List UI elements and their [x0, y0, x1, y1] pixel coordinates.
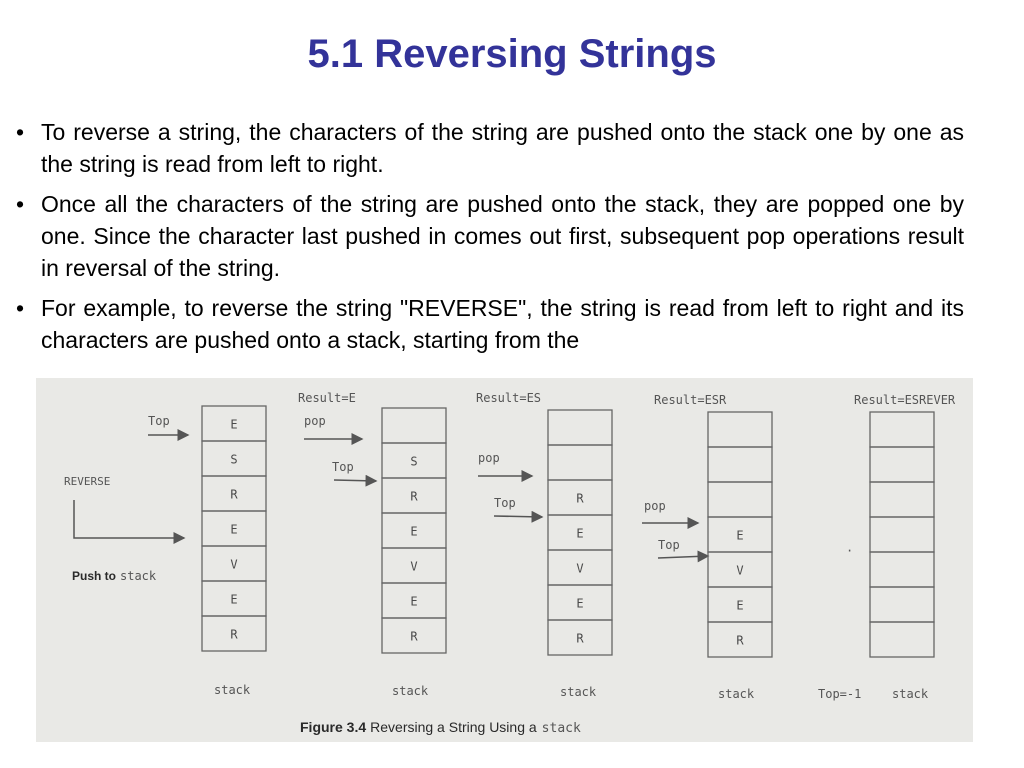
stack-cell-letter: V	[410, 560, 417, 574]
stack-cell-letter: E	[230, 523, 237, 537]
stack-cell	[381, 617, 447, 654]
top-arrow	[333, 474, 378, 487]
stack-label: stack	[214, 683, 251, 697]
bullet-text: For example, to reverse the string "REVE…	[41, 295, 964, 353]
result-label: Result=ESREVER	[854, 393, 956, 407]
stack-cell	[869, 551, 935, 588]
bullet-text: Once all the characters of the string ar…	[41, 191, 964, 281]
stack-cell	[707, 481, 773, 518]
stack-column: S R E V E R	[381, 407, 447, 654]
stack-cell	[869, 411, 935, 448]
stack-column: E V E R	[707, 411, 773, 658]
stack-cell	[547, 409, 613, 446]
stack-cell-letter: R	[230, 488, 238, 502]
top-label: Top	[332, 460, 354, 474]
stack-label: stack	[718, 687, 755, 701]
stack-cell-letter: V	[736, 564, 743, 578]
stack-cell	[707, 411, 773, 448]
stack-cell-letter: S	[230, 453, 237, 467]
slide-title: 5.1 Reversing Strings	[307, 32, 717, 76]
stack-cell-letter: E	[576, 527, 583, 541]
pop-label: pop	[478, 451, 500, 465]
figure-canvas: Result=E Result=ES Result=ESR Result=ESR…	[64, 391, 956, 736]
bullet-item: Once all the characters of the string ar…	[16, 188, 964, 284]
stack-cell-letter: S	[410, 455, 417, 469]
stack-cell	[547, 444, 613, 481]
stack-cell	[869, 621, 935, 658]
stack-label: stack	[392, 684, 429, 698]
top-arrow	[493, 510, 544, 523]
stack-cell	[869, 446, 935, 483]
stack-cell-letter: V	[576, 562, 583, 576]
stack-cell-letter: E	[230, 593, 237, 607]
result-label: Result=E	[298, 391, 356, 405]
stack-cell-letter: R	[230, 628, 238, 642]
stack-cell-letter: R	[576, 492, 584, 506]
figure-caption-mono: stack	[542, 721, 581, 736]
stack-cell-letter: E	[410, 525, 417, 539]
top-label: Top	[658, 538, 680, 552]
result-label: Result=ES	[476, 391, 541, 405]
stack-label: stack	[892, 687, 929, 701]
stack-cell	[381, 407, 447, 444]
stack-label: stack	[560, 685, 597, 699]
stack-cell-letter: E	[230, 418, 237, 432]
input-string-label: REVERSE	[64, 475, 110, 488]
figure-caption-text: Reversing a String Using a	[370, 719, 537, 735]
stack-cell-letter: V	[230, 558, 237, 572]
pop-label: pop	[644, 499, 666, 513]
figure-caption-number: Figure 3.4	[300, 719, 366, 735]
stack-cell-letter: E	[736, 599, 743, 613]
push-label-bold: Push to	[72, 569, 116, 583]
result-label: Result=ESR	[654, 393, 727, 407]
stacks-layer: E S R E V E R S R E V E R R E V E R E V E R	[201, 405, 935, 658]
bullet-item: To reverse a string, the characters of t…	[16, 116, 964, 180]
top-arrow	[657, 550, 710, 563]
pop-label: pop	[304, 414, 326, 428]
stack-column	[869, 411, 935, 658]
bullet-text: To reverse a string, the characters of t…	[41, 119, 964, 177]
stack-cell-letter: E	[576, 597, 583, 611]
bullet-item: For example, to reverse the string "REVE…	[16, 292, 964, 356]
stack-reversal-figure: Result=E Result=ES Result=ESR Result=ESR…	[36, 378, 973, 742]
stack-cell-letter: R	[576, 632, 584, 646]
separator-dot: ·	[846, 544, 853, 558]
stack-cell	[869, 586, 935, 623]
stack-cell	[707, 446, 773, 483]
stack-cell-letter: E	[410, 595, 417, 609]
stack-cell	[547, 619, 613, 656]
bullet-list: To reverse a string, the characters of t…	[16, 116, 964, 378]
stack-cell-letter: R	[410, 630, 418, 644]
stack-cell-letter: R	[410, 490, 418, 504]
stack-cell	[707, 621, 773, 658]
top-label: Top	[148, 414, 170, 428]
stack-column: E S R E V E R	[201, 405, 267, 652]
stack-cell-letter: E	[736, 529, 743, 543]
stack-cell-letter: R	[736, 634, 744, 648]
stack-cell	[869, 516, 935, 553]
empty-top-label: Top=-1	[818, 687, 861, 701]
stack-cell	[869, 481, 935, 518]
stack-column: R E V E R	[547, 409, 613, 656]
push-label: Push to stack	[72, 569, 157, 583]
stack-cell	[201, 615, 267, 652]
input-arrow	[73, 500, 186, 544]
push-label-mono: stack	[120, 569, 157, 583]
top-label: Top	[494, 496, 516, 510]
